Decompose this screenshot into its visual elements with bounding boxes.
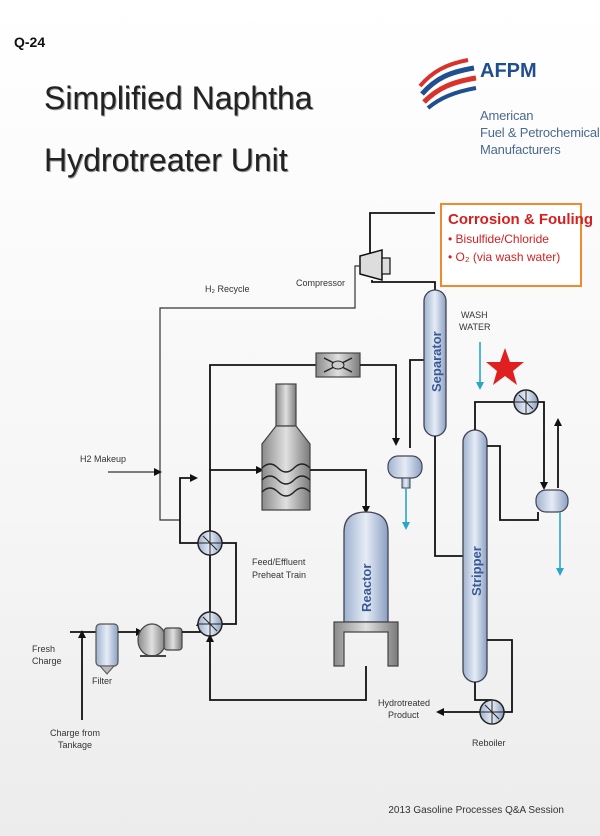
callout-title: Corrosion & Fouling <box>448 211 593 228</box>
pump-symbol-icon <box>137 623 183 657</box>
drum-to-separator <box>409 359 424 448</box>
logo-line-3: Manufacturers <box>480 142 561 157</box>
condenser-to-receiver <box>538 401 548 490</box>
compressor-label: Compressor <box>296 278 345 288</box>
reactor-effluent-line <box>206 634 367 701</box>
stripper-bottoms-line <box>474 682 492 701</box>
air-cooler-to-drum <box>360 364 400 446</box>
slide-title-line-1: Simplified Naphtha <box>44 80 313 116</box>
red-star-marker-icon <box>486 348 524 385</box>
separator-label: Separator <box>429 331 444 392</box>
stripper-overhead-line <box>474 401 514 430</box>
callout-bullet-1-text: Bisulfide/Chloride <box>455 232 549 246</box>
air-cooler <box>315 352 361 378</box>
slide-number: Q-24 <box>14 34 46 50</box>
filter-label: Filter <box>92 676 112 686</box>
reboiler-return-line <box>487 639 513 713</box>
wash-water-label-2: WATER <box>459 322 491 332</box>
reboiler-exchanger <box>479 699 505 725</box>
compressor-symbol-icon <box>359 249 391 281</box>
separator-bottoms-to-stripper <box>434 436 466 557</box>
charge-tankage-label-1: Charge from <box>50 728 100 738</box>
h2-recycle-line <box>159 265 360 521</box>
reflux-line <box>487 445 539 521</box>
heater-outlet-to-reactor <box>310 469 370 514</box>
reactor-vessel <box>333 511 399 667</box>
charge-tankage-label-2: Tankage <box>58 740 92 750</box>
feed-effluent-exchanger-upper <box>197 530 223 556</box>
mixed-feed-to-exchanger <box>179 520 198 544</box>
effluent-to-air-cooler <box>209 364 316 470</box>
feed-effluent-exchanger-lower <box>197 611 223 637</box>
afpm-flag-logo-icon <box>418 58 477 110</box>
stripper-receiver <box>535 489 569 513</box>
fresh-charge-label-2: Charge <box>32 656 62 666</box>
fresh-charge-label-1: Fresh <box>32 644 55 654</box>
pump-discharge-line <box>182 618 204 633</box>
h2-makeup-label: H2 Makeup <box>80 454 126 464</box>
callout-bullet-1: • Bisulfide/Chloride <box>448 232 549 246</box>
logo-line-1: American <box>480 108 534 123</box>
filter-vessel <box>95 623 119 675</box>
separator-overhead-to-compressor <box>371 280 436 292</box>
slide-title-line-2: Hydrotreater Unit <box>44 142 288 178</box>
h2-recycle-label: H₂ Recycle <box>205 284 250 294</box>
logo-acronym: AFPM <box>480 60 537 82</box>
feed-effluent-label-2: Preheat Train <box>252 570 306 580</box>
corrosion-fouling-callout: Corrosion & Fouling • Bisulfide/Chloride… <box>440 203 593 287</box>
hydrotreated-product-label-2: Product <box>388 710 420 720</box>
fired-heater-symbol-icon <box>261 383 311 511</box>
logo-line-2: Fuel & Petrochemical <box>480 125 600 140</box>
preheated-feed-to-heater <box>209 466 264 531</box>
reboiler-label: Reboiler <box>472 738 506 748</box>
mixed-feed-line <box>179 474 198 520</box>
callout-bullet-2-text: O₂ (via wash water) <box>455 250 561 264</box>
stripper-overhead-condenser <box>513 389 539 415</box>
wash-water-label-1: WASH <box>461 310 488 320</box>
separator-drum <box>387 455 423 489</box>
callout-bullet-2: • O₂ (via wash water) <box>448 250 561 264</box>
stripper-label: Stripper <box>469 546 484 596</box>
effluent-exchanger-pass <box>222 542 237 625</box>
hydrotreated-product-label-1: Hydrotreated <box>378 698 430 708</box>
footer-session: 2013 Gasoline Processes Q&A Session <box>388 805 564 816</box>
feed-effluent-label-1: Feed/Effluent <box>252 557 306 567</box>
compressor-discharge-line <box>369 212 435 226</box>
reactor-label: Reactor <box>359 564 374 612</box>
